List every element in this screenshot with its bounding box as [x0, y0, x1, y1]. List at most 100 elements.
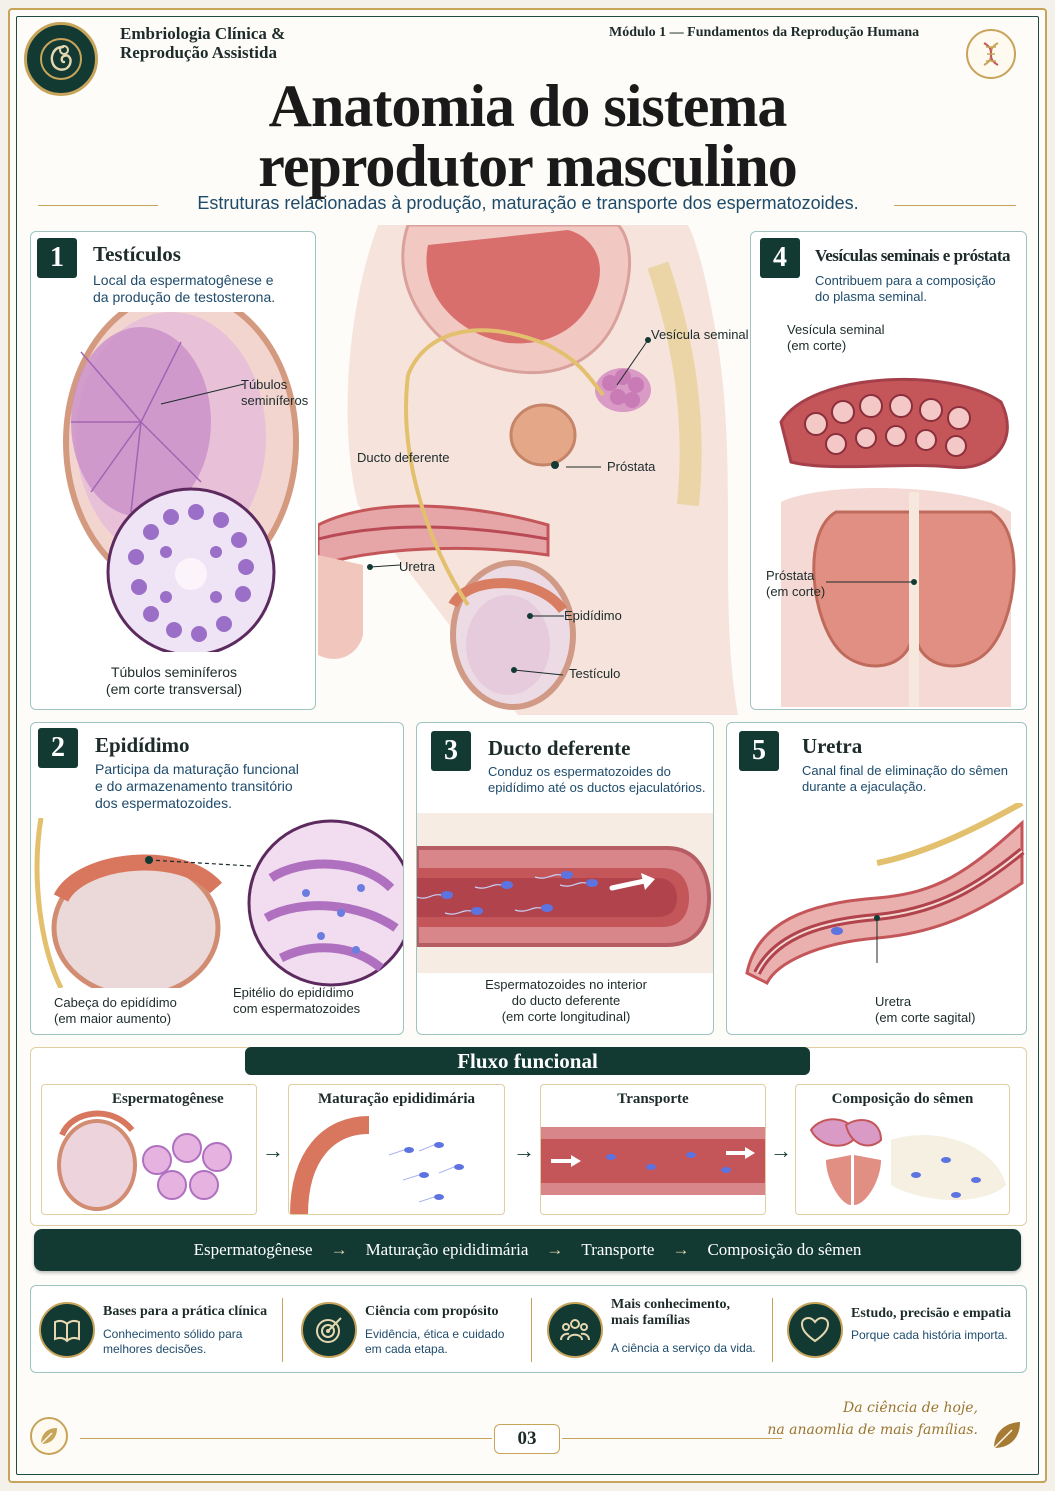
vesicle-prostate-illustration — [779, 377, 1016, 707]
flow-arrow-icon: → — [330, 1240, 348, 1259]
flow-step-title: Espermatogênese — [112, 1091, 224, 1107]
flow-arrow-icon: → — [546, 1240, 564, 1259]
section-title: Uretra — [802, 734, 863, 758]
caption-line: (em maior aumento) — [54, 1011, 172, 1026]
embryo-logo-icon — [24, 22, 98, 96]
transport-thumbnail — [541, 1127, 765, 1195]
footer-rule-left — [80, 1438, 492, 1439]
values-strip: Bases para a prática clínica Conheciment… — [30, 1285, 1027, 1373]
page-inner-frame — [16, 16, 1039, 1475]
central-label-epididimo: Epidídimo — [564, 608, 622, 623]
value-sub-line: melhores decisões. — [103, 1342, 207, 1356]
label-prostata-corte: Próstata (em corte) — [766, 568, 825, 600]
target-icon — [301, 1302, 357, 1358]
value-sub-line: Evidência, ética e cuidado — [365, 1327, 505, 1341]
quote-line: Da ciência de hoje, — [843, 1400, 978, 1416]
vas-deferens-illustration — [417, 813, 713, 973]
brand-line-1: Embriologia Clínica & — [120, 24, 286, 43]
value-separator — [282, 1298, 283, 1362]
flow-step-espermatogenese: Espermatogênese — [41, 1084, 257, 1215]
central-anatomy-illustration — [318, 225, 748, 715]
section-title: Ducto deferente — [488, 736, 631, 760]
value-separator — [531, 1298, 532, 1362]
flow-summary-step: Composição do sêmen — [707, 1240, 862, 1259]
section-title: Vesículas seminais e próstata — [815, 246, 1011, 265]
card-ducto-deferente: 3 Ducto deferente Conduz os espermatozoi… — [416, 722, 714, 1035]
flow-summary-step: Transporte — [581, 1240, 655, 1259]
flow-step-maturacao: Maturação epididimária — [288, 1084, 505, 1215]
section-number: 1 — [37, 238, 77, 278]
spermatogenesis-thumbnail — [57, 1110, 232, 1211]
caption-ducto: Espermatozoides no interior do ducto def… — [417, 977, 713, 1025]
desc-line: Participa da maturação funcional — [95, 761, 299, 777]
section-title: Epidídimo — [95, 733, 190, 757]
flow-arrow-icon: → — [262, 1138, 284, 1163]
desc-line: Canal final de eliminação do sêmen — [802, 763, 1008, 778]
central-label-uretra: Uretra — [399, 559, 436, 574]
value-item-ciencia-proposito: Ciência com propósito Evidência, ética e… — [293, 1286, 543, 1374]
flow-summary-step: Maturação epididimária — [365, 1240, 529, 1259]
caption-cabeca-epididimo: Cabeça do epidídimo (em maior aumento) — [54, 995, 177, 1027]
flow-step-title: Composição do sêmen — [831, 1091, 974, 1107]
desc-line: Local da espermatogênese e — [93, 272, 274, 288]
value-subtitle: Conhecimento sólido para melhores decisõ… — [103, 1327, 242, 1357]
desc-line: e do armazenamento transitório — [95, 778, 293, 794]
section-number: 5 — [739, 731, 779, 771]
flow-header: Fluxo funcional — [245, 1047, 810, 1075]
label-line: Vesícula seminal — [787, 322, 885, 337]
value-item-pratica-clinica: Bases para a prática clínica Conheciment… — [31, 1286, 281, 1374]
value-title-line: Mais conhecimento, — [611, 1297, 730, 1312]
flow-arrow-icon: → — [513, 1138, 535, 1163]
flow-step-title: Maturação epididimária — [317, 1091, 476, 1107]
footer-quote: Da ciência de hoje, na anaomlia de mais … — [760, 1397, 978, 1441]
brand-line-2: Reprodução Assistida — [120, 43, 277, 62]
open-book-icon — [39, 1302, 95, 1358]
maturation-thumbnail — [290, 1116, 464, 1214]
flow-summary-step: Espermatogênese — [193, 1240, 313, 1259]
flow-arrow-icon: → — [672, 1240, 690, 1259]
epididymis-illustration — [34, 818, 403, 988]
central-label-testiculo: Testículo — [569, 666, 621, 681]
desc-line: epidídimo até os ductos ejaculatórios. — [488, 780, 706, 795]
caption-tubulos: Túbulos seminíferos (em corte transversa… — [31, 664, 315, 698]
central-label-ducto: Ducto deferente — [357, 450, 450, 465]
caption-line: do ducto deferente — [511, 993, 621, 1008]
dna-icon — [966, 29, 1016, 79]
caption-epitelio: Epitélio do epidídimo com espermatozoide… — [233, 985, 360, 1017]
caption-line: (em corte longitudinal) — [501, 1009, 631, 1024]
desc-line: da produção de testosterona. — [93, 289, 276, 305]
label-line: Túbulos — [241, 377, 288, 392]
semen-composition-thumbnail — [809, 1118, 1006, 1205]
label-vesicula-corte: Vesícula seminal (em corte) — [787, 322, 885, 354]
caption-line: com espermatozoides — [233, 1001, 361, 1016]
quote-line: na anaomlia de mais famílias. — [767, 1422, 978, 1438]
subtitle-rule-left — [38, 205, 158, 206]
card-vesiculas-prostata: 4 Vesículas seminais e próstata Contribu… — [750, 231, 1027, 710]
testicle-illustration — [63, 312, 299, 652]
module-label: Módulo 1 — Fundamentos da Reprodução Hum… — [609, 25, 920, 40]
caption-line: (em corte sagital) — [875, 1010, 976, 1025]
caption-line: Uretra — [875, 994, 912, 1009]
caption-line: (em corte transversal) — [105, 681, 243, 697]
desc-line: Conduz os espermatozoides do — [488, 764, 671, 779]
value-subtitle: Evidência, ética e cuidado em cada etapa… — [365, 1327, 504, 1357]
desc-line: durante a ejaculação. — [802, 779, 927, 794]
label-line: seminíferos — [241, 393, 309, 408]
caption-line: Túbulos seminíferos — [110, 664, 238, 680]
page-title: Anatomia do sistema reprodutor masculino — [120, 76, 935, 196]
section-description: Canal final de eliminação do sêmen duran… — [802, 763, 1008, 795]
value-item-mais-conhecimento: Mais conhecimento, mais famílias A ciênc… — [539, 1286, 779, 1374]
label-tubulos: Túbulos seminíferos — [241, 377, 308, 409]
value-sub-line: em cada etapa. — [365, 1342, 448, 1356]
section-description: Conduz os espermatozoides do epidídimo a… — [488, 764, 706, 796]
brand-name: Embriologia Clínica & Reprodução Assisti… — [120, 24, 285, 62]
label-line: (em corte) — [787, 338, 847, 353]
value-separator — [772, 1298, 773, 1362]
section-number: 3 — [431, 731, 471, 771]
central-label-vesicula: Vesícula seminal — [651, 327, 749, 342]
page-subtitle: Estruturas relacionadas à produção, matu… — [197, 193, 859, 213]
label-line: Próstata — [766, 568, 815, 583]
flow-step-composicao: Composição do sêmen — [795, 1084, 1010, 1215]
value-title: Ciência com propósito — [365, 1304, 499, 1319]
flow-arrow-icon: → — [770, 1138, 792, 1163]
